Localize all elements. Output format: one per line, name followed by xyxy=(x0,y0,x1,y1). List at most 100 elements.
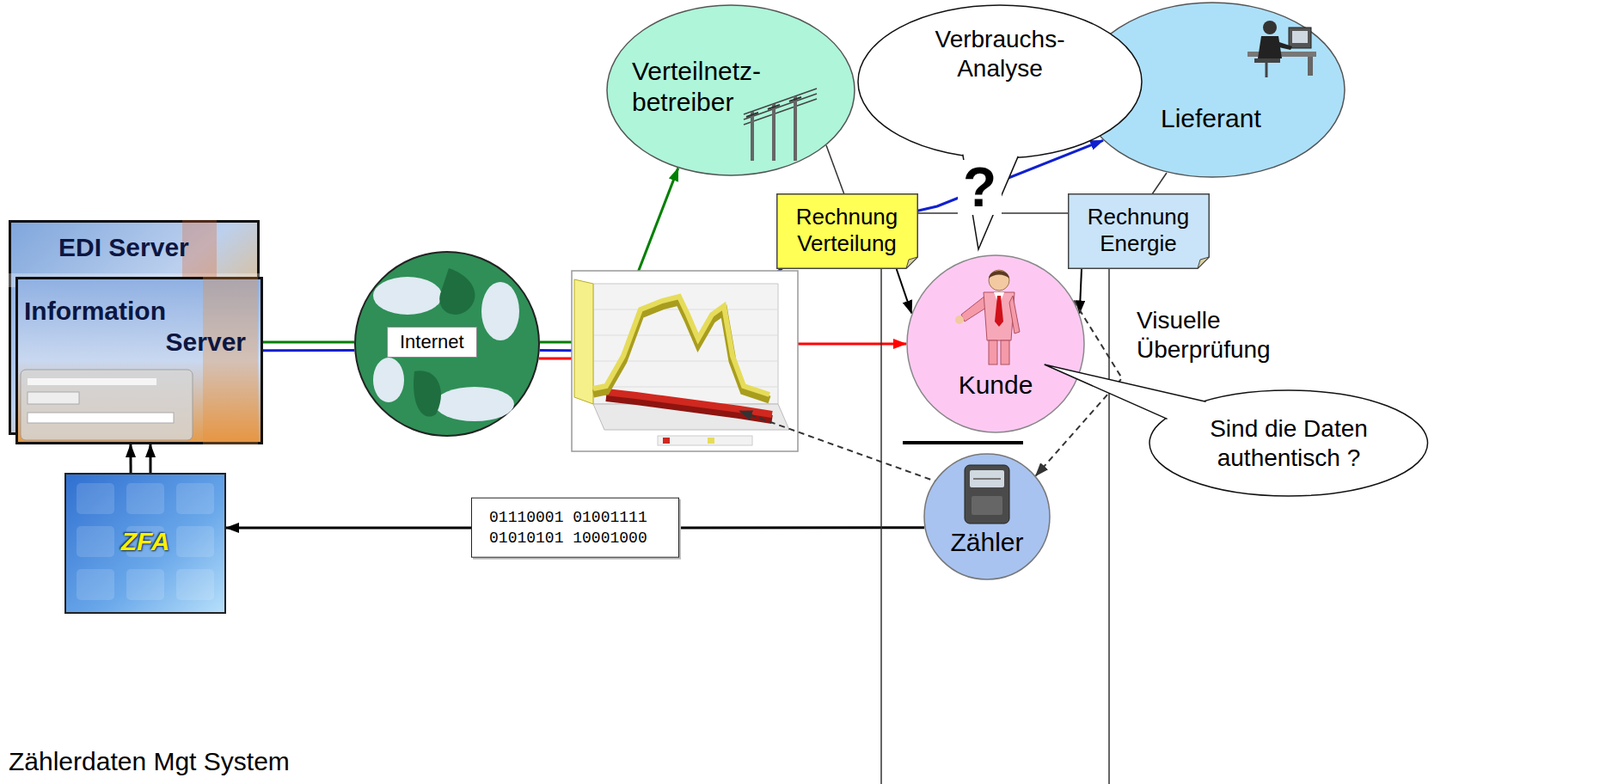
browser-menu xyxy=(27,378,157,386)
floor-line xyxy=(902,441,1024,445)
power-wire xyxy=(743,98,817,125)
icon-group xyxy=(743,88,817,161)
power-pole xyxy=(750,111,755,161)
text-holder: Kunde xyxy=(906,369,1086,401)
chair-seat xyxy=(1254,58,1281,63)
text-holder: ZFA xyxy=(64,526,227,558)
text-holder: Information Server xyxy=(24,295,246,358)
chart-legend-swatch xyxy=(707,437,715,444)
internet-globe: Internet xyxy=(354,251,540,437)
person-hair xyxy=(988,270,1010,279)
text-holder: Zähler xyxy=(923,527,1051,558)
person-leg xyxy=(988,340,998,365)
network-link xyxy=(263,349,355,352)
globe-land xyxy=(439,268,475,315)
globe-ocean xyxy=(481,281,520,341)
invoice-note: Rechnung Verteilung xyxy=(776,193,919,270)
meter-circle: Zähler xyxy=(923,453,1051,581)
key-shape xyxy=(76,569,115,601)
shape-outline xyxy=(1148,389,1429,497)
data-packet-note: 01110001 01001111 01010101 10001000 xyxy=(471,497,680,559)
node-label: Internet xyxy=(386,326,478,358)
node-caption: Zählerdaten Mgt System xyxy=(8,746,290,778)
person-head xyxy=(1262,20,1277,35)
chart-back-wall xyxy=(593,283,779,405)
person-jacket xyxy=(983,292,1015,341)
shape-fill xyxy=(907,255,1085,433)
network-link xyxy=(263,341,355,344)
chart-legend-swatch xyxy=(662,437,670,444)
person-leg xyxy=(1000,340,1010,365)
data-arrow xyxy=(148,444,152,473)
browser-button xyxy=(27,392,80,405)
person-body xyxy=(1257,36,1282,59)
globe-ocean xyxy=(373,276,442,315)
key-shape xyxy=(76,483,115,515)
delivery-arrow xyxy=(1079,269,1082,313)
speech-callout: Sind die Daten authentisch ? xyxy=(1148,389,1429,497)
system-box: ZFAZählerdaten Mgt System xyxy=(64,472,227,614)
note-fold xyxy=(906,257,918,269)
person-arm xyxy=(1009,295,1020,334)
shape-fill xyxy=(924,453,1050,580)
key-shape xyxy=(176,569,215,601)
shape-fill xyxy=(1067,194,1209,270)
chart-series xyxy=(593,296,770,395)
person-head xyxy=(988,269,1010,291)
globe-land xyxy=(413,370,442,417)
node-label: ZFA xyxy=(121,526,171,558)
house-wall xyxy=(1108,213,1110,784)
text-holder: Sind die Daten authentisch ? xyxy=(1148,414,1429,473)
shape-outline xyxy=(923,453,1051,581)
power-wire xyxy=(743,93,817,120)
note-fold xyxy=(1197,257,1209,269)
speech-callout: Verbrauchs- Analyse xyxy=(857,4,1143,160)
text-holder: Internet xyxy=(386,326,478,358)
text-holder: EDI Server xyxy=(58,232,190,264)
label-holder: ? xyxy=(957,159,1002,215)
shape-fill xyxy=(776,194,918,270)
desk-leg xyxy=(1307,56,1313,76)
power-pole xyxy=(772,104,776,161)
text-holder: Rechnung Energie xyxy=(1067,203,1210,258)
node-label: Zähler xyxy=(950,527,1024,558)
power-wire xyxy=(743,88,817,115)
image-stripe xyxy=(202,276,258,445)
key-shape xyxy=(176,526,215,558)
shape-fill xyxy=(858,5,1142,159)
browser-window xyxy=(20,369,193,441)
node-label: Information Server xyxy=(24,295,246,358)
key-shape xyxy=(176,483,215,515)
text-holder: Zählerdaten Mgt System xyxy=(8,746,290,778)
key-shape xyxy=(126,483,165,515)
node-label: Rechnung Verteilung xyxy=(784,203,910,258)
delivery-arrow xyxy=(896,269,913,313)
monitor-screen xyxy=(1292,30,1308,43)
meter-housing xyxy=(964,465,1010,524)
node-label: Kunde xyxy=(958,369,1034,401)
meter-digits xyxy=(973,478,1001,480)
shape-fill xyxy=(65,473,226,614)
shape-fill xyxy=(606,5,855,176)
icon-group xyxy=(955,269,1020,365)
actor-ellipse: Verteilnetz- betreiber xyxy=(606,4,856,177)
customer-circle: Kunde xyxy=(906,254,1086,434)
icon-group xyxy=(76,483,215,601)
meter-plate xyxy=(971,496,1003,515)
pole-crossbar xyxy=(767,104,780,110)
node-label: Verteilnetz- betreiber xyxy=(631,55,783,118)
house-wall xyxy=(880,213,883,784)
text-holder: Verteilnetz- betreiber xyxy=(631,55,783,118)
meter-display xyxy=(969,470,1005,488)
shape-outline xyxy=(906,254,1086,434)
chart-series-end xyxy=(574,279,594,405)
key-shape xyxy=(126,569,165,601)
key-shape xyxy=(76,526,115,558)
text-holder: Lieferant xyxy=(1160,103,1262,135)
invoice-note: Rechnung Energie xyxy=(1067,193,1210,270)
globe-ocean xyxy=(373,357,405,403)
node-label: Sind die Daten authentisch ? xyxy=(1188,414,1391,473)
icon-group xyxy=(1247,20,1317,78)
node-label: Lieferant xyxy=(1160,103,1262,135)
